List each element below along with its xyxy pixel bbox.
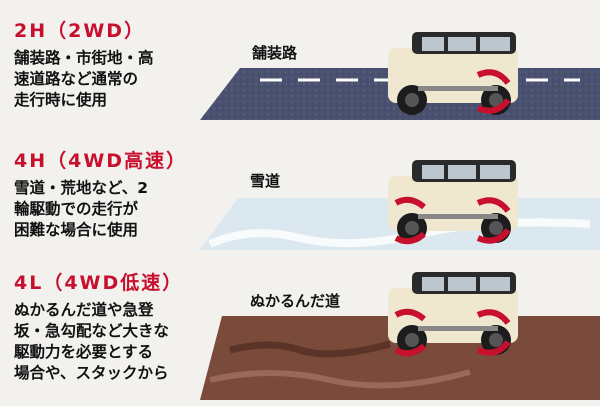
scene-muddy-road: ぬかるんだ道 (200, 270, 600, 400)
mode-title: 4L（4WD低速） (14, 272, 184, 294)
car-icon (388, 272, 518, 357)
mode-description: 雪道・荒地など、2 輪駆動での走行が 困難な場合に使用 (14, 179, 149, 239)
snow-road-illustration (200, 160, 600, 250)
mode-description: 舗装路・市街地・高 速道路など通常の 走行時に使用 (14, 49, 154, 109)
mode-description: ぬかるんだ道や急登 坂・急勾配など大きな 駆動力を必要とする 場合や、スタックか… (14, 301, 170, 382)
scene-snow-road: 雪道 (200, 140, 600, 270)
car-icon (388, 160, 518, 245)
mode-4l: 4L（4WD低速） ぬかるんだ道や急登 坂・急勾配など大きな 駆動力を必要とする… (14, 272, 204, 384)
road-label: ぬかるんだ道 (250, 292, 341, 310)
mode-4h: 4H（4WD高速） 雪道・荒地など、2 輪駆動での走行が 困難な場合に使用 (14, 150, 204, 241)
mode-2h: 2H（2WD） 舗装路・市街地・高 速道路など通常の 走行時に使用 (14, 20, 204, 111)
muddy-road-illustration (200, 272, 600, 400)
road-label: 舗装路 (252, 44, 298, 62)
scene-paved-road: 舗装路 (200, 10, 600, 140)
mode-title: 2H（2WD） (14, 20, 146, 42)
road-label: 雪道 (250, 172, 281, 190)
paved-road-illustration (200, 32, 600, 120)
car-icon (388, 32, 518, 115)
mode-title: 4H（4WD高速） (14, 150, 188, 172)
